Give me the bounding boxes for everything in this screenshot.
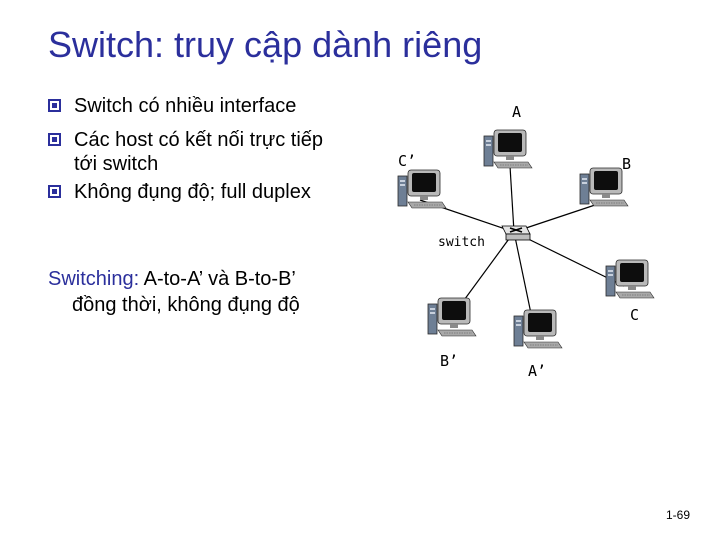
host-c-label: C <box>630 306 639 324</box>
link-b <box>513 203 599 233</box>
host-a-prime-label: A’ <box>528 362 546 380</box>
bullet-item: Không đụng độ; full duplex <box>48 180 388 204</box>
host-b-prime-label: B’ <box>440 352 458 370</box>
host-a-icon <box>483 129 533 169</box>
page-number: 1-69 <box>666 508 691 522</box>
bullet-text: Không đụng độ; full duplex <box>74 181 311 203</box>
bullet-item: Các host có kết nối trực tiếp tới switch <box>48 128 388 176</box>
host-b-label: B <box>622 155 631 173</box>
host-b-icon <box>579 167 629 207</box>
switch-topology-diagram: switch A B C’ C B’ A’ <box>397 103 655 380</box>
host-a-prime-icon <box>513 309 563 349</box>
bullet-text: Các host có kết nối trực tiếp <box>74 129 324 151</box>
bullet-box-icon <box>48 133 61 146</box>
switching-rest: A-to-A’ và B-to-B’ <box>139 268 296 290</box>
bullet-box-icon <box>48 99 61 112</box>
host-c-icon <box>605 259 655 299</box>
host-c-prime-label: C’ <box>398 152 416 170</box>
host-a-label: A <box>512 103 521 121</box>
link-a <box>509 165 515 233</box>
bullet-box-icon <box>48 185 61 198</box>
switching-line2: đồng thời, không đụng độ <box>72 294 300 316</box>
host-c-prime-icon <box>397 169 447 209</box>
switching-note: Switching: A-to-A’ và B-to-B’ đồng thời,… <box>48 266 378 318</box>
bullet-list: Switch có nhiều interface Các host có kế… <box>48 94 388 214</box>
host-b-prime-icon <box>427 297 477 337</box>
switch-icon <box>501 225 531 241</box>
switch-label: switch <box>438 235 485 250</box>
bullet-text: Switch có nhiều interface <box>74 95 297 117</box>
slide-title: Switch: truy cập dành riêng <box>48 24 483 65</box>
switching-lead: Switching: <box>48 268 140 290</box>
bullet-text-continued: tới switch <box>74 153 159 175</box>
bullet-item: Switch có nhiều interface <box>48 94 388 118</box>
